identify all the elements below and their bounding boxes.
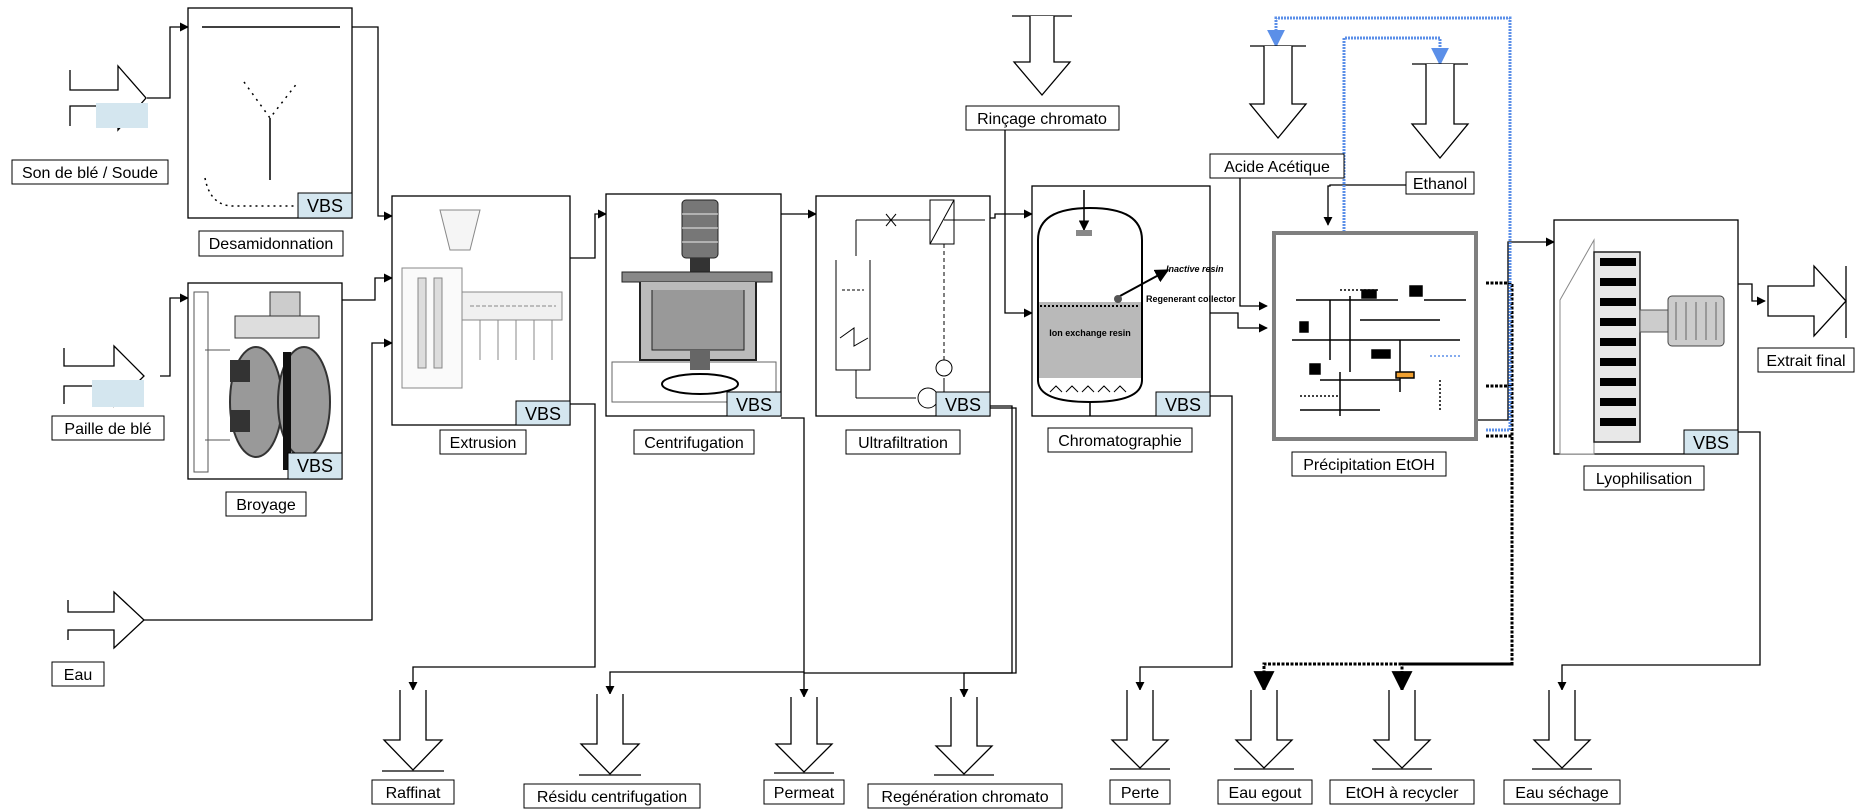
down-arrow-icon (1248, 46, 1308, 140)
input-label-rincage: Rinçage chromato (977, 111, 1107, 128)
precipitation-plant-icon (1292, 285, 1466, 416)
unit-label: Broyage (236, 497, 296, 514)
grinder-icon (193, 291, 331, 473)
unit-chromatographie: Inactive resin Regenerant collector Ion … (1031, 185, 1236, 453)
input-label-son-ble: Son de blé / Soude (22, 165, 158, 182)
vbs-badge: VBS (297, 456, 333, 476)
unit-label: Lyophilisation (1596, 471, 1692, 488)
unit-extrusion: VBS Extrusion (391, 195, 571, 455)
down-arrow-icon (1110, 690, 1170, 769)
output-label: Permeat (774, 785, 835, 802)
vbs-badge: VBS (307, 196, 343, 216)
centrifuge-icon (611, 199, 777, 403)
input-acide: Acide Acétique (1209, 45, 1345, 179)
input-paille: Paille de blé (51, 344, 165, 441)
output-label: Regénération chromato (881, 789, 1048, 806)
output-eau-sechage: Eau séchage (1503, 690, 1621, 805)
down-arrow-icon (934, 697, 994, 775)
unit-label: Desamidonnation (209, 236, 334, 253)
output-etoh-recycler: EtOH à recycler (1329, 690, 1475, 805)
unit-label: Précipitation EtOH (1303, 457, 1435, 474)
output-extrait-final: Extrait final (1757, 264, 1855, 373)
resin-label-regenerant: Regenerant collector (1146, 294, 1236, 304)
input-label-paille: Paille de blé (64, 421, 151, 438)
down-arrow-icon (1532, 690, 1592, 769)
input-label-acide: Acide Acétique (1224, 159, 1330, 176)
unit-precipitation: Précipitation EtOH (1272, 231, 1478, 477)
output-residu: Résidu centrifugation (523, 694, 701, 809)
input-son-ble: Son de blé / Soude (11, 64, 169, 185)
output-perte: Perte (1109, 690, 1171, 805)
input-arrow-icon (67, 590, 145, 650)
extruder-icon (401, 209, 563, 389)
output-label: Eau egout (1229, 785, 1303, 802)
output-label: Extrait final (1766, 353, 1845, 370)
output-arrow-icon (1767, 264, 1847, 338)
unit-label: Centrifugation (644, 435, 744, 452)
unit-lyophilisation: VBS Lyophilisation (1553, 219, 1739, 491)
freeze-dryer-icon (1559, 238, 1725, 455)
output-eau-egout: Eau egout (1217, 690, 1313, 805)
unit-label: Chromatographie (1058, 433, 1182, 450)
unit-label: Extrusion (450, 435, 517, 452)
down-arrow-icon (579, 694, 641, 775)
output-label: Eau séchage (1515, 785, 1609, 802)
unit-desamidonnation: VBS Desamidonnation (187, 7, 353, 257)
down-arrow-icon (1410, 64, 1470, 160)
output-regeneration: Regénération chromato (867, 697, 1063, 809)
down-arrow-icon (382, 690, 444, 771)
connectors (144, 22, 1766, 698)
output-label: Résidu centrifugation (537, 789, 687, 806)
input-label-eau: Eau (64, 667, 92, 684)
unit-broyage: VBS Broyage (187, 282, 343, 517)
vbs-badge: VBS (736, 395, 772, 415)
unit-ultrafiltration: VBS Ultrafiltration (815, 195, 991, 455)
precipitation-outlets (1253, 281, 1514, 693)
resin-label-ion: Ion exchange resin (1049, 328, 1131, 338)
tank-icon (202, 26, 340, 207)
input-rincage: Rinçage chromato (965, 15, 1120, 131)
input-eau: Eau (51, 590, 145, 687)
input-ethanol: Ethanol (1405, 63, 1475, 195)
output-permeat: Permeat (763, 697, 845, 805)
down-arrow-icon (1234, 690, 1294, 769)
input-label-ethanol: Ethanol (1413, 176, 1467, 193)
vbs-badge: VBS (525, 404, 561, 424)
resin-label-inactive: Inactive resin (1166, 264, 1224, 274)
down-arrow-icon (774, 697, 834, 773)
ethanol-recycle-lines (1267, 16, 1512, 432)
output-label: Perte (1121, 785, 1159, 802)
output-label: Raffinat (386, 785, 441, 802)
unit-label: Ultrafiltration (858, 435, 948, 452)
vbs-badge: VBS (945, 395, 981, 415)
output-label: EtOH à recycler (1346, 785, 1460, 802)
ion-exchange-column-icon: Inactive resin Regenerant collector Ion … (1037, 190, 1236, 416)
unit-centrifugation: VBS Centrifugation (605, 193, 782, 455)
output-raffinat: Raffinat (371, 690, 455, 805)
vbs-badge: VBS (1693, 433, 1729, 453)
vbs-badge: VBS (1165, 395, 1201, 415)
down-arrow-icon (1372, 690, 1432, 769)
down-arrow-icon (1012, 16, 1072, 97)
